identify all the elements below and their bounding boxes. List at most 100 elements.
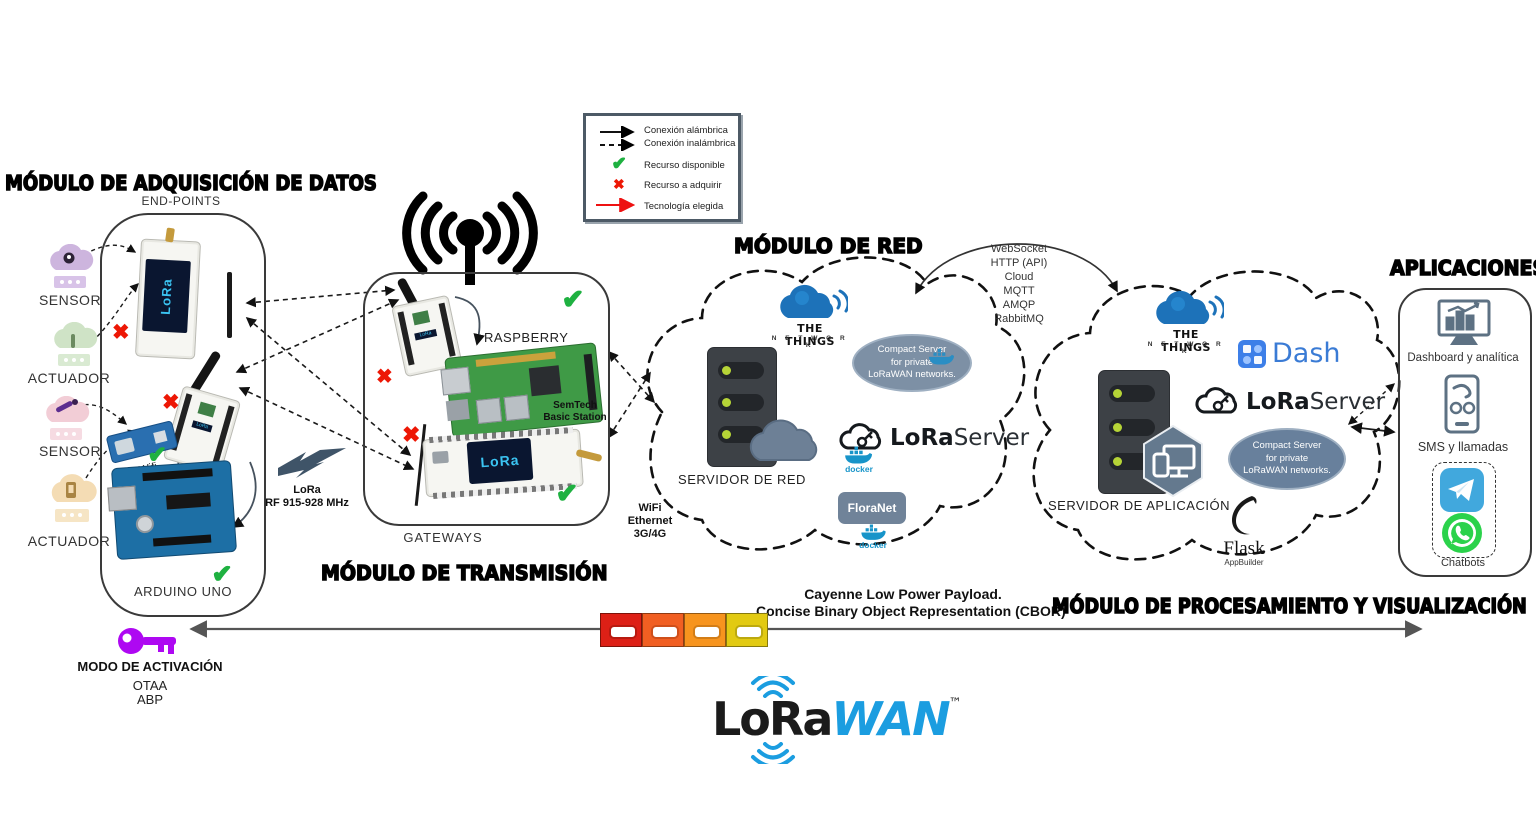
actuator1-icon <box>54 322 98 366</box>
legend-x-icon: ✖ <box>613 176 625 192</box>
uplink-wifi: WiFi <box>638 502 662 514</box>
legend-acquire-label: Recurso a adquirir <box>644 180 722 191</box>
app-server-tower <box>1098 370 1170 494</box>
semtech-label-1: SemTech <box>553 400 597 411</box>
arduino-label: ARDUINO UNO <box>134 584 232 599</box>
raspberry-board <box>440 342 604 438</box>
sensor1-label: SENSOR <box>38 292 102 308</box>
compact-net-l2: for private <box>890 356 934 368</box>
lorawan-wordmark: LoRaWAN™ <box>712 692 962 746</box>
applications-title: APLICACIONES <box>1389 255 1536 281</box>
gateways-label: GATEWAYS <box>403 530 483 545</box>
ttn-line2: N E T W O R K <box>771 335 849 349</box>
link-gateway-cloud2 <box>608 371 651 439</box>
whatsapp-icon <box>1442 513 1482 553</box>
network-cloud-outline <box>646 256 1026 551</box>
docker-whale-floranet-icon <box>861 524 886 540</box>
heltec-oled-text: LoRa <box>158 277 175 315</box>
payload-line2: Concise Binary Object Representation (CB… <box>756 603 1066 619</box>
network-title: MÓDULO DE RED <box>733 233 923 259</box>
docker-whale-ellipse-icon <box>929 348 954 365</box>
actuator1-label: ACTUADOR <box>27 370 111 386</box>
chatbots-dashed-box <box>1432 462 1496 558</box>
legend-red-arrow <box>596 198 636 212</box>
loraserver-wordmark-proc: LoRaServer <box>1246 388 1385 415</box>
endpoints-subtitle: END-POINTS <box>141 194 221 208</box>
payload-line1: Cayenne Low Power Payload. <box>804 586 1002 602</box>
uplink-3g4g: 3G/4G <box>633 528 667 540</box>
app-server-hexagon-icon <box>1143 424 1203 498</box>
heltec-oled: LoRa <box>142 258 191 334</box>
applications-box <box>1398 288 1532 577</box>
link-endpoint2-gateway2 <box>238 387 415 470</box>
loraserver-bold-proc: LoRa <box>1246 389 1310 415</box>
gw-check2-icon: ✔ <box>556 478 579 509</box>
packet-segment-2 <box>642 613 684 647</box>
dashboard-monitor-icon <box>1437 299 1491 345</box>
loraserver-rest-proc: Server <box>1309 389 1386 415</box>
flask-wordmark: Flask <box>1223 538 1265 559</box>
compact-net-l1: Compact Server <box>877 343 947 355</box>
arrow-shield-to-raspberry <box>454 296 485 346</box>
sms-label: SMS y llamadas <box>1417 440 1509 454</box>
endpoint1-x-icon: ✖ <box>112 321 130 344</box>
ttn-line1: THE THINGS <box>785 322 835 348</box>
arduino-check-icon: ✔ <box>211 561 233 589</box>
activation-otaa: OTAA <box>132 678 168 693</box>
compact-proc-l2: for private <box>1265 452 1309 464</box>
link-endpoint2-gateway <box>235 298 400 374</box>
processing-title: MÓDULO DE PROCESAMIENTO Y VISUALIZACIÓN <box>1051 593 1527 619</box>
endpoint2-x-icon: ✖ <box>162 391 180 414</box>
heltec-antenna <box>227 272 232 338</box>
arrow-shield-to-arduino <box>231 461 257 528</box>
ttn-cloud-icon-proc <box>1156 290 1224 324</box>
actuator2-label: ACTUADOR <box>27 533 111 549</box>
legend-wired-label: Conexión alámbrica <box>644 125 728 136</box>
raspberry-label: RASPBERRY <box>484 330 569 345</box>
activation-abp: ABP <box>136 692 163 707</box>
network-server-label: SERVIDOR DE RED <box>678 472 806 487</box>
loraserver-rest-net: Server <box>953 425 1030 451</box>
protocol-rabbitmq: RabbitMQ <box>994 313 1044 325</box>
protocol-list: WebSocket HTTP (API) Cloud MQTT AMQP Rab… <box>960 242 1078 326</box>
endpoints-box <box>100 213 266 617</box>
transmission-title: MÓDULO DE TRANSMISIÓN <box>320 560 608 586</box>
sensor2-label: SENSOR <box>38 443 102 459</box>
activation-title: MODO DE ACTIVACIÓN <box>77 659 223 674</box>
lorawan-logo: LoRaWAN™ <box>712 676 962 764</box>
floranet-box: FloraNet <box>838 492 906 524</box>
activation-key-icon <box>118 628 176 654</box>
gw-check1-icon: ✔ <box>562 284 585 315</box>
lorawan-tm: ™ <box>948 696 962 711</box>
link-endpoint1-gateway <box>245 285 396 308</box>
protocol-bridge-arc <box>915 243 1118 295</box>
payload-packets <box>600 613 768 647</box>
legend-solid-arrow <box>600 126 635 138</box>
lorawan-blue: WAN <box>831 692 950 746</box>
link-cloud-sms <box>1350 422 1396 437</box>
legend-dashed-arrow <box>600 139 635 151</box>
dash-wordmark: Dash <box>1272 338 1341 369</box>
compact-server-ellipse-proc: Compact Server for private LoRaWAN netwo… <box>1228 428 1346 490</box>
flask-appbuilder: AppBuilder <box>1224 558 1264 567</box>
legend-wireless-label: Conexión inalámbrica <box>644 138 736 149</box>
lorawan-arcs-bottom-icon <box>751 742 795 764</box>
lora-bolt-icon <box>278 448 346 478</box>
compact-server-ellipse-net: Compact Server for private LoRaWAN netwo… <box>852 334 972 392</box>
processing-cloud-outline <box>1032 270 1401 561</box>
protocol-mqtt: MQTT <box>1003 285 1035 297</box>
compact-proc-l1: Compact Server <box>1252 439 1322 451</box>
legend-check-icon: ✔ <box>611 154 627 174</box>
arduino-board <box>107 459 238 561</box>
app-server-label: SERVIDOR DE APLICACIÓN <box>1048 498 1230 513</box>
docker-label-net2: docker <box>859 540 887 550</box>
dashboard-label: Dashboard y analítica <box>1407 352 1519 364</box>
lora-link-freq: RF 915-928 MHz <box>265 497 349 509</box>
semtech-label-2: Basic Station <box>543 412 607 423</box>
lora-link-name: LoRa <box>293 484 321 496</box>
gw-x2-icon: ✖ <box>402 422 421 447</box>
link-cloud-dashboard <box>1347 383 1396 425</box>
docker-label-net1: docker <box>845 464 873 474</box>
sensor1-icon <box>50 244 94 288</box>
